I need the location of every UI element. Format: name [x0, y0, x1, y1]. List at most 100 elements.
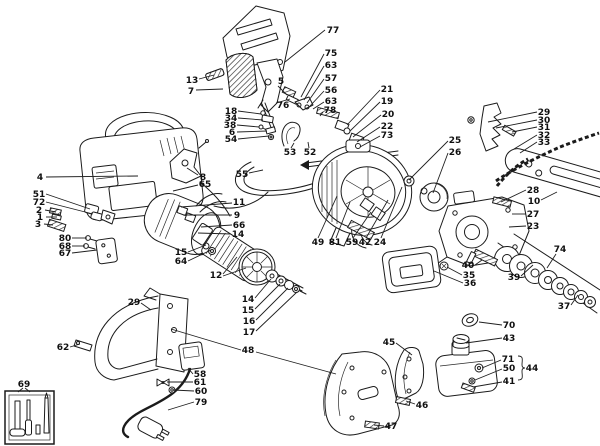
leader-line-56	[309, 90, 325, 107]
part-label-24: 24	[374, 238, 387, 248]
clutch-washer-stack	[494, 233, 600, 314]
part-label-14: 14	[232, 230, 245, 240]
part-label-6: 6	[229, 128, 235, 138]
leader-line-25	[408, 140, 449, 181]
spring-rod	[315, 106, 341, 120]
leader-line-53	[290, 142, 295, 149]
leader-line-37	[570, 294, 579, 306]
part-label-53: 53	[284, 148, 297, 158]
leader-line-8	[186, 167, 199, 176]
wiring	[199, 181, 269, 217]
leader-line-7	[195, 88, 224, 91]
oil-tank	[435, 313, 498, 397]
mounting-lug	[345, 139, 371, 153]
leader-line-51	[45, 193, 91, 210]
part-label-67: 67	[59, 249, 72, 259]
part-label-55: 55	[236, 170, 249, 180]
leader-line-30	[495, 119, 538, 129]
leader-line-35	[446, 266, 463, 276]
part-label-73: 73	[381, 131, 394, 141]
part-label-50: 50	[503, 364, 516, 374]
part-label-12: 12	[210, 271, 223, 281]
part-label-54: 54	[225, 135, 238, 145]
leader-line-71	[481, 359, 502, 369]
leader-line-15	[254, 283, 281, 310]
part-label-46: 46	[416, 401, 429, 411]
leader-line-67	[71, 249, 98, 254]
leader-line-77	[284, 29, 326, 63]
part-label-71: 71	[502, 355, 515, 365]
leader-line-31	[511, 126, 538, 133]
part-label-3: 3	[35, 220, 41, 230]
leader-line-16	[255, 287, 289, 321]
group-brace-44	[517, 355, 526, 381]
part-label-1: 1	[37, 213, 43, 223]
leader-line-70	[478, 321, 503, 326]
leader-line-76	[275, 98, 291, 104]
part-label-22: 22	[381, 122, 394, 132]
leader-line-52	[307, 141, 310, 149]
leader-line-34	[237, 117, 264, 121]
part-label-28: 28	[527, 186, 540, 196]
toolkit-bracket	[17, 387, 31, 393]
part-label-16: 16	[243, 317, 256, 327]
part-label-11: 11	[233, 198, 246, 208]
tension-bolt	[466, 248, 499, 267]
leader-line-23	[508, 225, 527, 228]
leader-line-54	[237, 135, 270, 140]
leader-line-59	[352, 211, 372, 239]
part-label-38: 38	[224, 121, 237, 131]
leader-line-6	[236, 130, 268, 133]
part-label-69: 69	[18, 380, 31, 390]
leader-line-22	[356, 126, 381, 143]
screw	[501, 124, 517, 137]
leader-line-2	[44, 209, 57, 213]
part-label-52: 52	[304, 148, 317, 158]
leader-line-26	[432, 152, 449, 194]
tank-cap	[452, 334, 470, 349]
guide-bar	[504, 148, 600, 208]
hook-tube	[281, 121, 301, 147]
part-label-66: 66	[233, 221, 246, 231]
leader-line-64	[187, 249, 212, 262]
leader-line-14	[254, 278, 272, 299]
part-label-21: 21	[381, 85, 394, 95]
part-label-81: 81	[329, 238, 342, 248]
part-label-35: 35	[463, 271, 476, 281]
leader-line-12	[222, 267, 247, 277]
chain-guard	[323, 351, 400, 436]
part-label-15: 15	[175, 248, 188, 258]
leader-line-58	[187, 367, 194, 375]
part-label-26: 26	[449, 148, 462, 158]
chain-catcher	[73, 339, 93, 352]
leader-line-63	[312, 101, 325, 110]
switch-block	[178, 341, 205, 371]
leader-line-38	[236, 124, 260, 128]
leader-line-72	[45, 201, 94, 215]
leader-line-66	[200, 224, 233, 228]
part-label-27: 27	[527, 210, 540, 220]
part-label-49: 49	[312, 238, 325, 248]
trigger-grip	[225, 52, 258, 98]
part-label-64: 64	[175, 257, 188, 267]
part-label-14: 14	[242, 295, 255, 305]
part-label-57: 57	[325, 74, 338, 84]
leader-line-36	[433, 270, 464, 284]
leader-line-50	[474, 368, 503, 381]
leader-line-65	[172, 184, 199, 192]
part-label-41: 41	[503, 377, 516, 387]
part-label-63: 63	[325, 97, 338, 107]
part-label-80: 80	[59, 234, 72, 244]
leader-line-20	[352, 114, 382, 138]
leader-line-45	[395, 342, 413, 356]
front-handle	[94, 287, 189, 381]
part-label-40: 40	[462, 261, 475, 271]
leader-line-40	[474, 259, 483, 266]
spare-part	[35, 424, 41, 435]
part-label-47: 47	[385, 422, 398, 432]
part-label-2: 2	[36, 206, 42, 216]
leader-line-21	[346, 89, 381, 126]
leader-line-12	[222, 256, 238, 275]
